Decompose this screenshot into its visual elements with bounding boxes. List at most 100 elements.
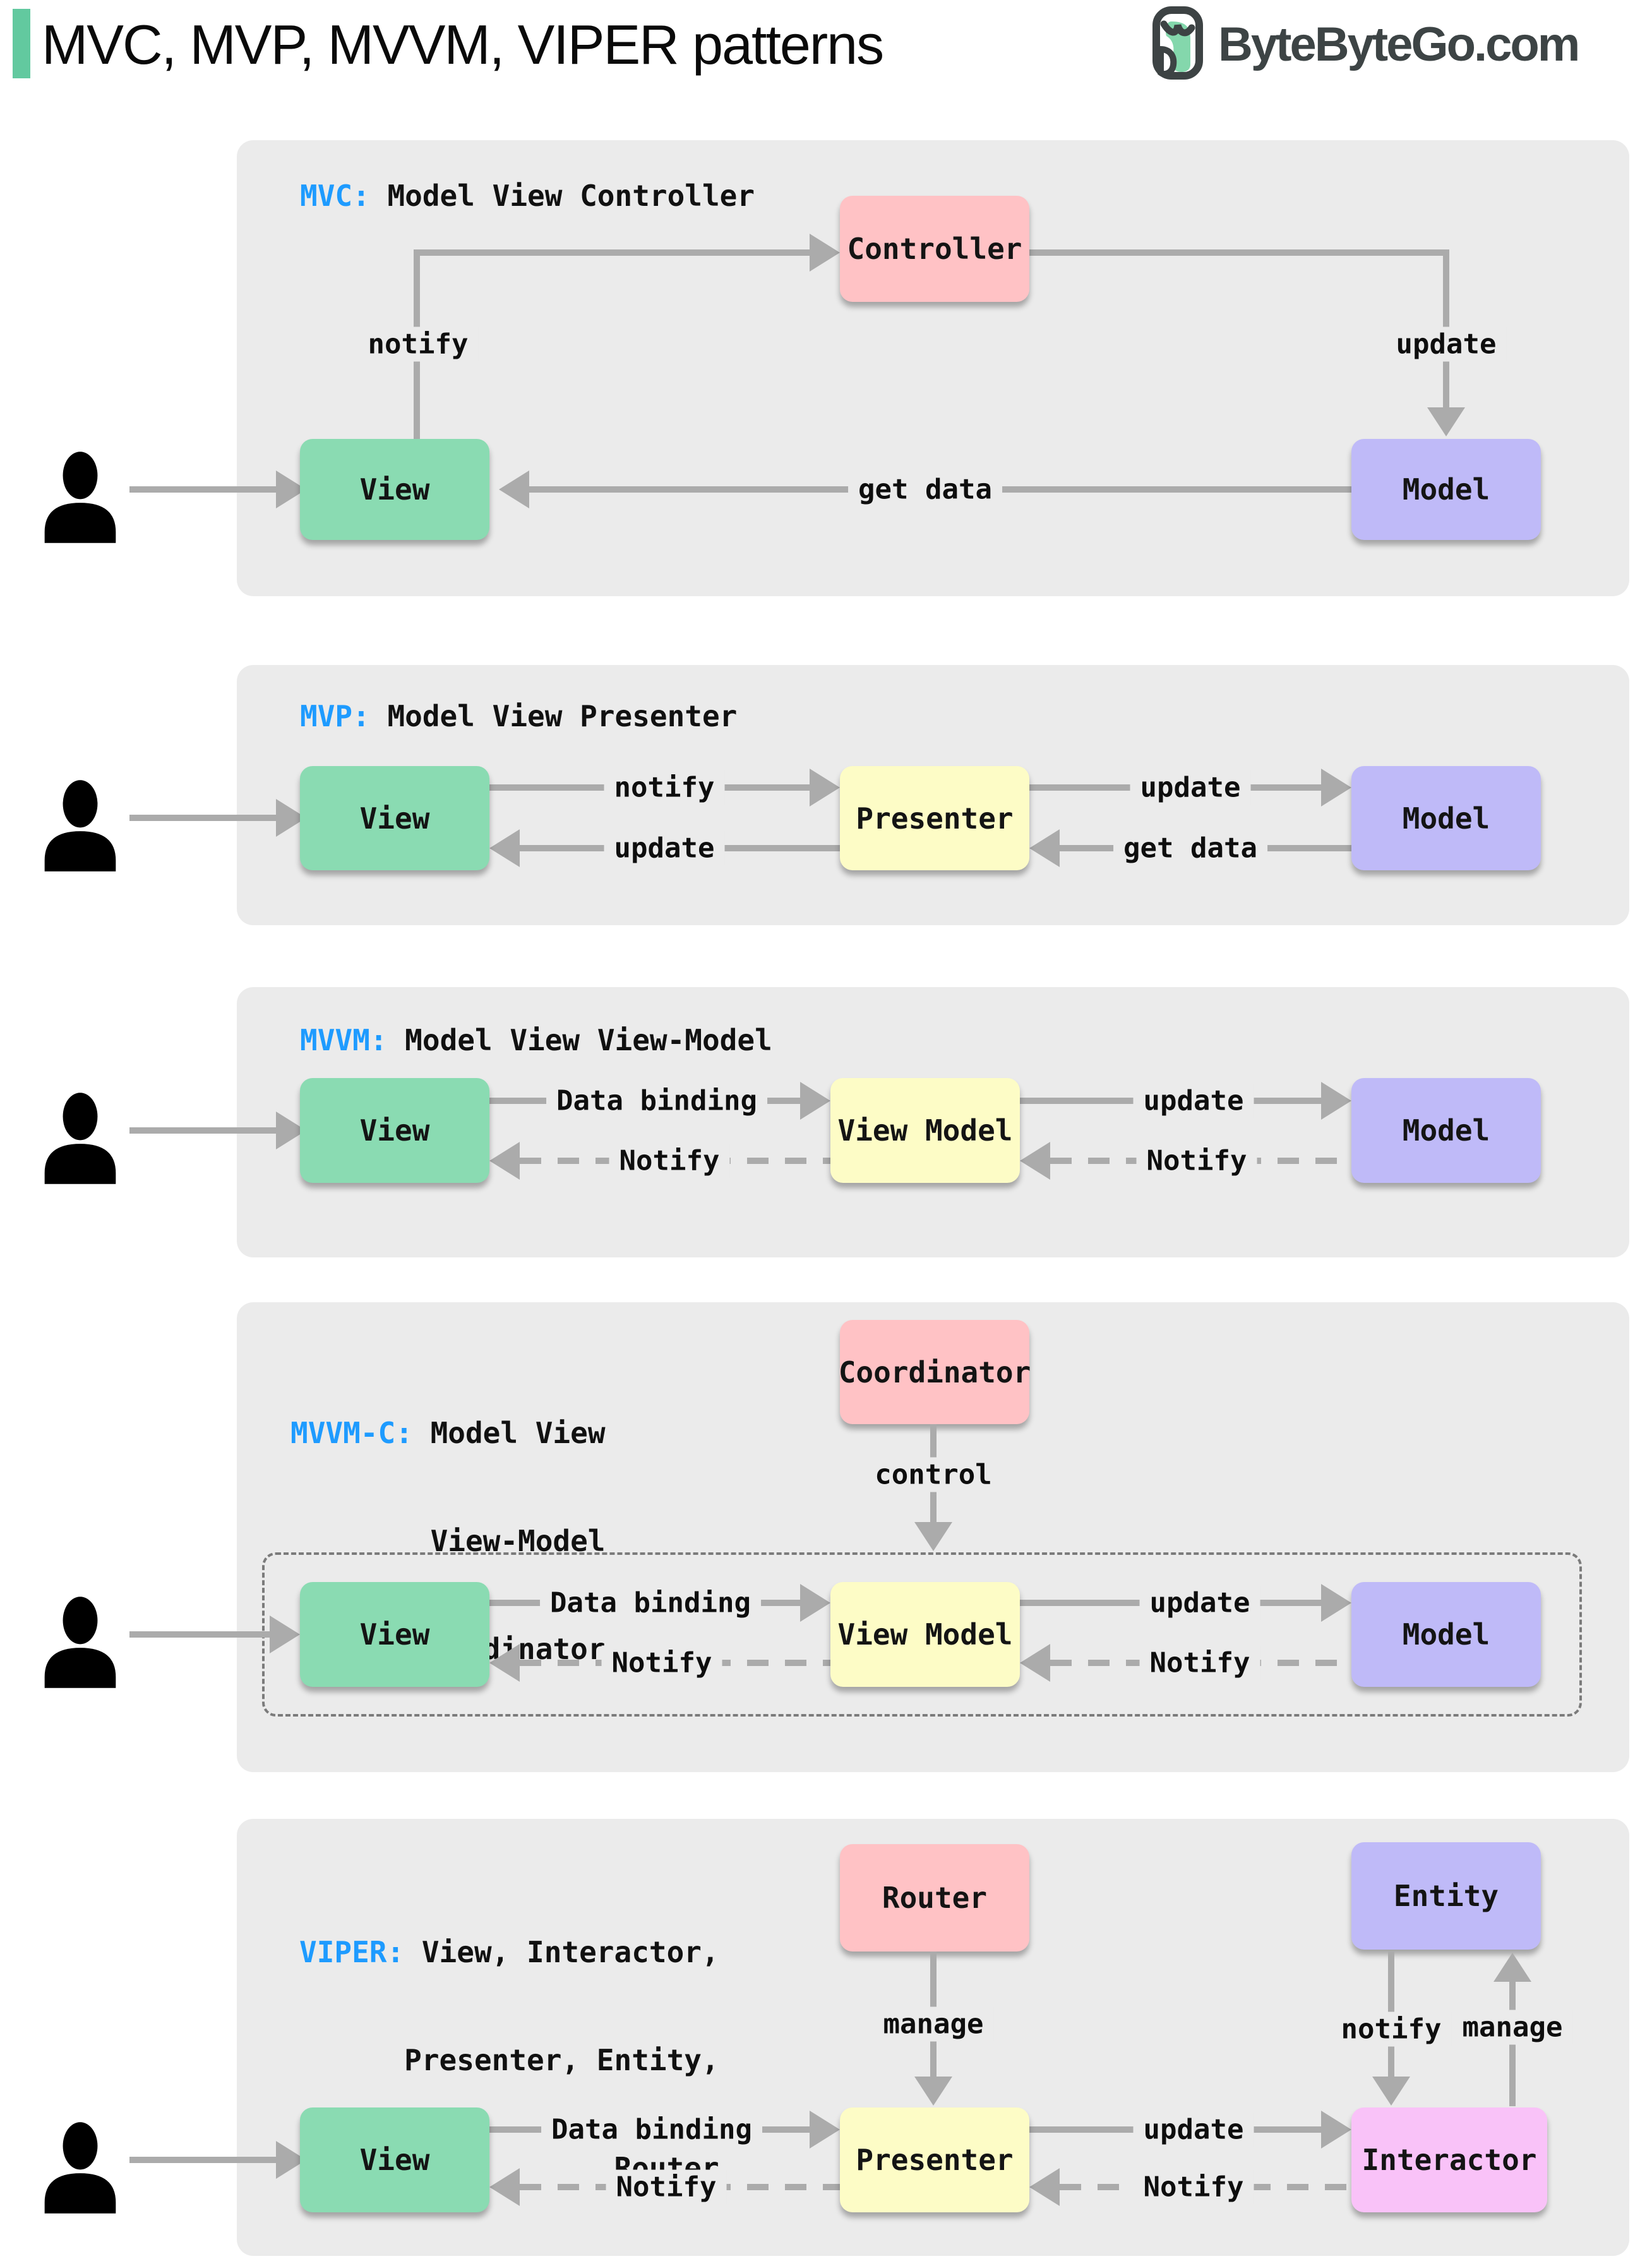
mvvmc-notify-view-arrowhead [489,1644,520,1682]
mvvmc-notify-vm-label: Notify [1139,1645,1260,1681]
viper-update-arrowhead [1321,2111,1351,2149]
brand-logo: ByteByteGo.com [1151,5,1580,84]
viper-header: VIPER: View, Interactor, Presenter, Enti… [299,1862,719,2258]
mvvmc-coordinator-label: Coordinator [838,1355,1031,1389]
mvc-get-data-label: get data [848,472,1002,507]
mvvmc-tag: MVVM-C: [290,1416,413,1450]
mvc-notify-arrowhead [810,234,840,272]
mvvmc-subtitle-line-1: Model View [412,1416,606,1450]
mvc-update-arrow-horizontal-segment [1029,249,1446,256]
mvp-update-model-arrowhead [1321,769,1351,806]
mvp-get-data-arrowhead [1029,829,1060,867]
title-accent-bar [13,9,30,78]
mvvmc-update-arrowhead [1321,1584,1351,1622]
viper-manage-interactor-label: manage [1452,2010,1573,2045]
mvp-presenter-label: Presenter [856,801,1014,836]
mvvmc-model-label: Model [1402,1617,1490,1652]
mvp-notify-label: notify [604,770,725,805]
viper-presenter-node: Presenter [840,2107,1029,2212]
bytebytego-logo-icon [1151,5,1204,84]
mvc-update-label: update [1386,327,1507,362]
mvvm-subtitle: Model View View-Model [387,1023,772,1057]
mvvm-tag: MVVM: [300,1023,388,1057]
mvp-update-view-label: update [604,830,725,866]
viper-notify-entity-label: notify [1331,2011,1452,2047]
mvvmc-data-binding-arrowhead [800,1584,830,1622]
viper-data-binding-label: Data binding [541,2112,762,2147]
viper-notify-view-arrowhead [489,2168,520,2206]
mvvm-update-label: update [1133,1083,1254,1118]
mvp-get-data-label: get data [1113,830,1267,866]
viper-update-label: update [1133,2112,1254,2147]
mvc-subtitle: Model View Controller [369,179,755,213]
viper-notify-presenter-arrowhead [1029,2168,1060,2206]
mvvm-model-label: Model [1402,1113,1490,1148]
mvp-update-view-arrowhead [489,829,520,867]
viper-interactor-node: Interactor [1351,2107,1547,2212]
mvvm-view-label: View [359,1113,430,1148]
viper-user-icon [39,2122,121,2217]
mvp-notify-arrowhead [810,769,840,806]
mvc-model-node: Model [1351,439,1541,540]
viper-router-node: Router [840,1844,1029,1951]
mvc-tag: MVC: [300,179,370,213]
mvp-user-arrow-line [129,815,276,821]
mvp-presenter-node: Presenter [840,766,1029,870]
mvvmc-notify-vm-arrowhead [1020,1644,1050,1682]
viper-router-label: Router [882,1881,988,1915]
mvc-view-node: View [300,439,489,540]
mvc-get-data-arrowhead [499,471,529,508]
mvc-controller-label: Controller [847,232,1022,266]
viper-header-line-1: VIPER: View, Interactor, [299,1934,719,1970]
mvvmc-control-label: control [865,1457,1002,1492]
mvc-update-arrowhead [1427,407,1465,436]
page-title: MVC, MVP, MVVM, VIPER patterns [42,13,884,76]
viper-header-line-2: Presenter, Entity, [404,2043,719,2077]
mvc-model-label: Model [1402,472,1490,507]
mvvm-view-model-label: View Model [837,1113,1013,1148]
mvp-subtitle: Model View Presenter [369,699,738,733]
viper-tag: VIPER: [299,1935,405,1969]
viper-presenter-label: Presenter [856,2143,1014,2177]
mvvm-notify-vm-label: Notify [1136,1143,1257,1178]
mvp-tag: MVP: [300,699,370,733]
mvc-user-icon [39,452,121,546]
mvvmc-view-model-node: View Model [830,1582,1020,1687]
mvvmc-view-node: View [300,1582,489,1687]
viper-subtitle-line-1: View, Interactor, [404,1935,719,1969]
viper-data-binding-arrowhead [810,2111,840,2149]
mvvm-view-node: View [300,1078,489,1183]
mvp-view-label: View [359,801,430,836]
mvvmc-user-icon [39,1597,121,1691]
mvc-controller-node: Controller [840,196,1029,302]
mvc-user-arrow-line [129,486,276,493]
viper-view-node: View [300,2107,489,2212]
mvvm-user-icon [39,1093,121,1187]
mvvm-view-model-node: View Model [830,1078,1020,1183]
viper-manage-router-arrowhead [914,2077,952,2106]
mvp-model-label: Model [1402,801,1490,836]
mvp-view-node: View [300,766,489,870]
mvvmc-view-model-label: View Model [837,1617,1013,1652]
mvvmc-control-arrowhead [914,1522,952,1551]
viper-manage-interactor-arrowhead [1493,1953,1531,1982]
viper-notify-presenter-label: Notify [1133,2169,1254,2205]
viper-user-arrow-line [129,2157,276,2163]
viper-interactor-label: Interactor [1362,2143,1537,2177]
mvvm-data-binding-arrowhead [800,1082,830,1120]
mvp-user-icon [39,780,121,875]
brand-name: ByteByteGo.com [1218,17,1580,71]
mvvmc-header-line-1: MVVM-C: Model View [290,1415,606,1451]
mvc-notify-label: notify [357,327,479,362]
mvvmc-notify-view-label: Notify [601,1645,722,1681]
mvvm-notify-view-label: Notify [609,1143,730,1178]
mvvm-model-node: Model [1351,1078,1541,1183]
viper-view-label: View [359,2143,430,2177]
mvvmc-user-arrow-line [129,1631,270,1638]
viper-entity-label: Entity [1393,1879,1499,1913]
viper-notify-entity-arrowhead [1372,2077,1410,2106]
mvvmc-update-label: update [1139,1585,1260,1621]
mvvm-user-arrow-line [129,1127,276,1134]
mvvm-notify-vm-arrowhead [1020,1142,1050,1180]
mvc-view-label: View [359,472,430,507]
